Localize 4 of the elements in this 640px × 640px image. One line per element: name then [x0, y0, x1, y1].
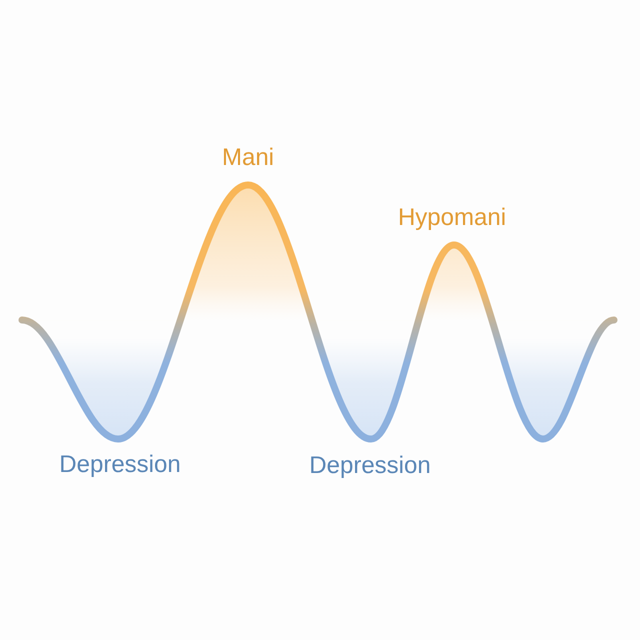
trough-label: Depression: [59, 453, 181, 477]
peak-label: Mani: [222, 146, 274, 170]
trough-label: Depression: [309, 454, 431, 478]
peak-label: Hypomani: [398, 206, 506, 230]
